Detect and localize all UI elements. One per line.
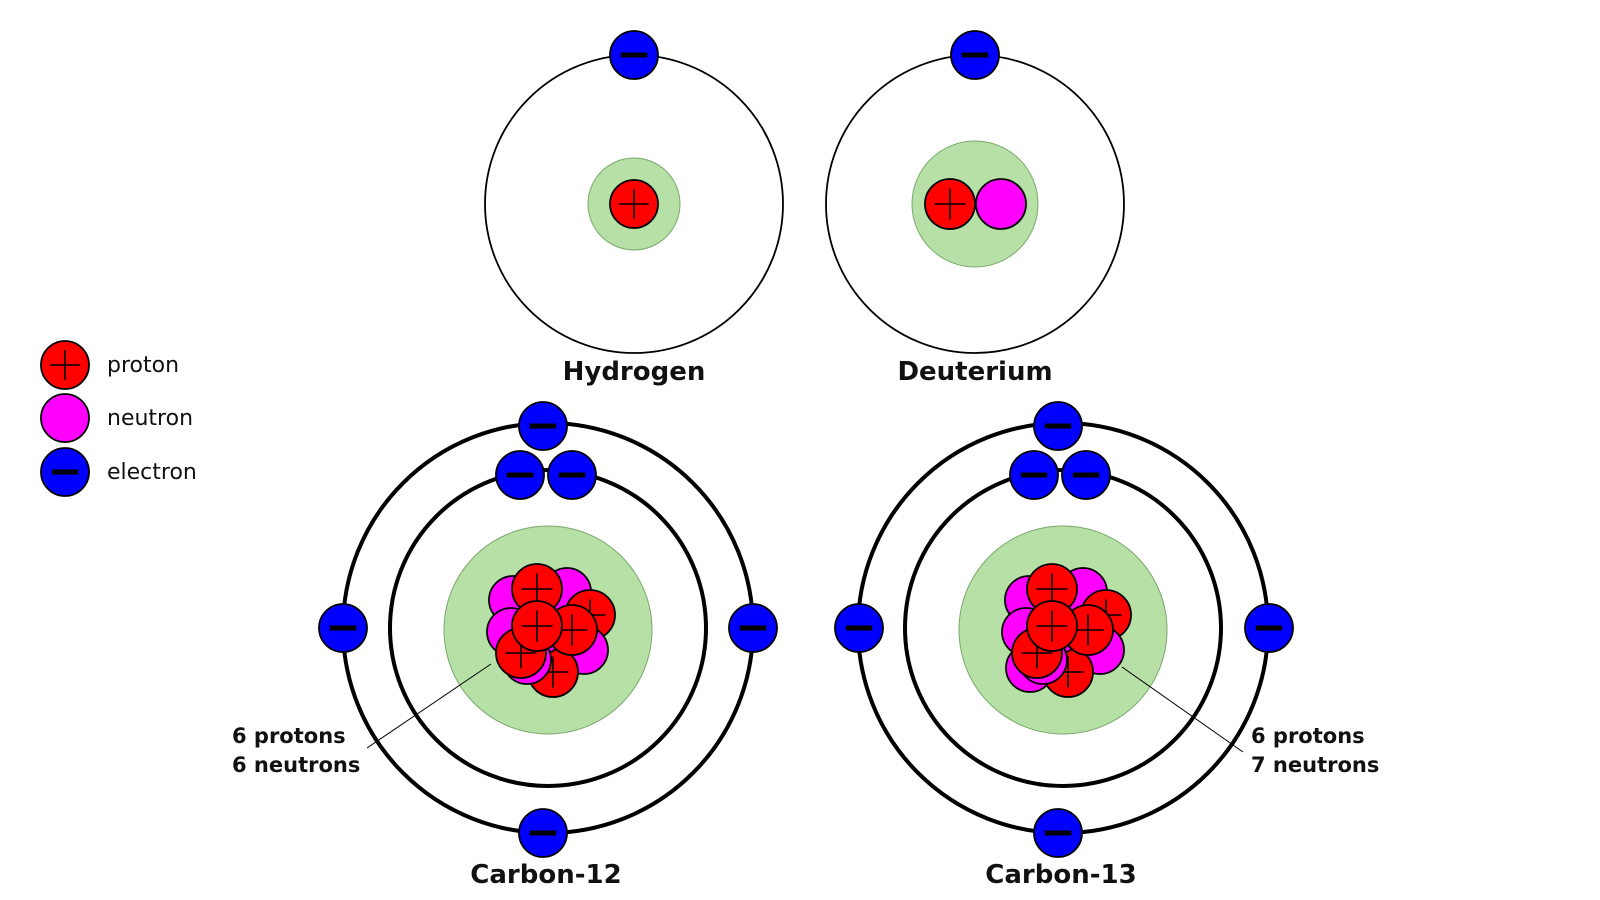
legend-label-neutron: neutron	[107, 406, 193, 431]
legend-item-neutron: neutron	[40, 393, 193, 443]
carbon13-note-leader	[1121, 666, 1244, 753]
carbon13-proton	[1026, 600, 1078, 652]
carbon13-nucleons	[1001, 563, 1132, 698]
carbon12-title: Carbon-12	[470, 860, 621, 890]
carbon12-electron	[495, 450, 545, 500]
carbon12-nucleons	[486, 563, 616, 698]
legend-label-electron: electron	[107, 460, 197, 485]
carbon12-note-neutrons: 6 neutrons	[232, 753, 360, 777]
deuterium-electron	[950, 30, 1000, 80]
legend-neutron-icon	[40, 393, 90, 443]
carbon13-electron	[834, 603, 884, 653]
carbon13-electron	[1061, 450, 1111, 500]
carbon12-electron	[518, 808, 568, 858]
atom-deuterium: Deuterium	[825, 30, 1125, 387]
atom-carbon-13: 6 protons 7 neutrons Carbon-13	[834, 401, 1379, 890]
carbon13-electron	[1033, 808, 1083, 858]
carbon13-electron	[1009, 450, 1059, 500]
carbon13-electron	[1244, 603, 1294, 653]
legend-electron-icon	[40, 447, 90, 497]
legend-label-proton: proton	[107, 353, 179, 378]
carbon13-note-protons: 6 protons	[1251, 724, 1365, 748]
carbon12-electron	[518, 401, 568, 451]
atom-carbon-12: 6 protons 6 neutrons Carbon-12	[232, 401, 778, 890]
carbon12-proton	[511, 600, 563, 652]
hydrogen-title: Hydrogen	[563, 357, 706, 387]
deuterium-proton	[924, 178, 976, 230]
carbon12-electron	[547, 450, 597, 500]
carbon12-electron	[728, 603, 778, 653]
deuterium-neutron	[975, 178, 1027, 230]
carbon12-note-leader	[366, 663, 492, 749]
carbon13-title: Carbon-13	[985, 860, 1136, 890]
legend-item-electron: electron	[40, 447, 197, 497]
carbon12-electron	[318, 603, 368, 653]
legend-proton-icon	[40, 340, 90, 390]
carbon13-electron	[1033, 401, 1083, 451]
hydrogen-electron	[609, 30, 659, 80]
carbon13-note-neutrons: 7 neutrons	[1251, 753, 1379, 777]
legend: proton neutron electron	[40, 340, 197, 497]
carbon12-note-protons: 6 protons	[232, 724, 346, 748]
legend-item-proton: proton	[40, 340, 179, 390]
atom-hydrogen: Hydrogen	[484, 30, 784, 387]
hydrogen-proton	[609, 179, 659, 229]
deuterium-title: Deuterium	[897, 357, 1052, 387]
